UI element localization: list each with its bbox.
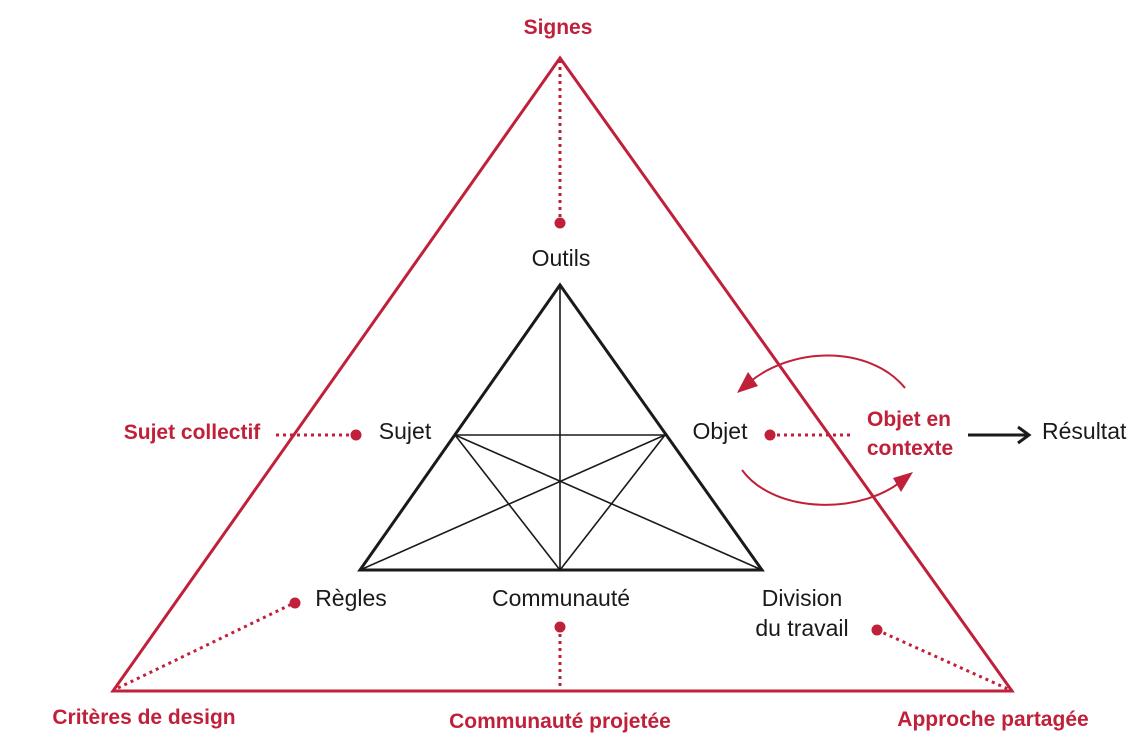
label-division-2: du travail	[755, 615, 848, 641]
label-sujet: Sujet	[379, 418, 432, 444]
label-sujet-collectif: Sujet collectif	[124, 421, 262, 444]
label-communaute: Communauté	[492, 585, 630, 611]
cycle-arrows	[737, 354, 913, 506]
label-communaute-projetee: Communauté projetée	[449, 710, 671, 733]
inner-triangle	[357, 282, 765, 572]
connector-dots	[289, 217, 883, 636]
dotted-connectors	[117, 60, 1009, 691]
label-resultat: Résultat	[1042, 418, 1127, 444]
label-objet-en-contexte-1: Objet en	[867, 408, 951, 431]
label-signes: Signes	[524, 16, 593, 39]
label-regles: Règles	[315, 585, 387, 611]
label-objet-en-contexte-2: contexte	[867, 437, 953, 460]
label-criteres-de-design: Critères de design	[52, 706, 235, 729]
label-objet: Objet	[693, 418, 749, 444]
label-division-1: Division	[762, 585, 843, 611]
label-approche-partagee: Approche partagée	[897, 708, 1088, 731]
label-outils: Outils	[532, 245, 591, 271]
result-arrow	[968, 425, 1032, 445]
outer-triangle	[110, 55, 1015, 693]
